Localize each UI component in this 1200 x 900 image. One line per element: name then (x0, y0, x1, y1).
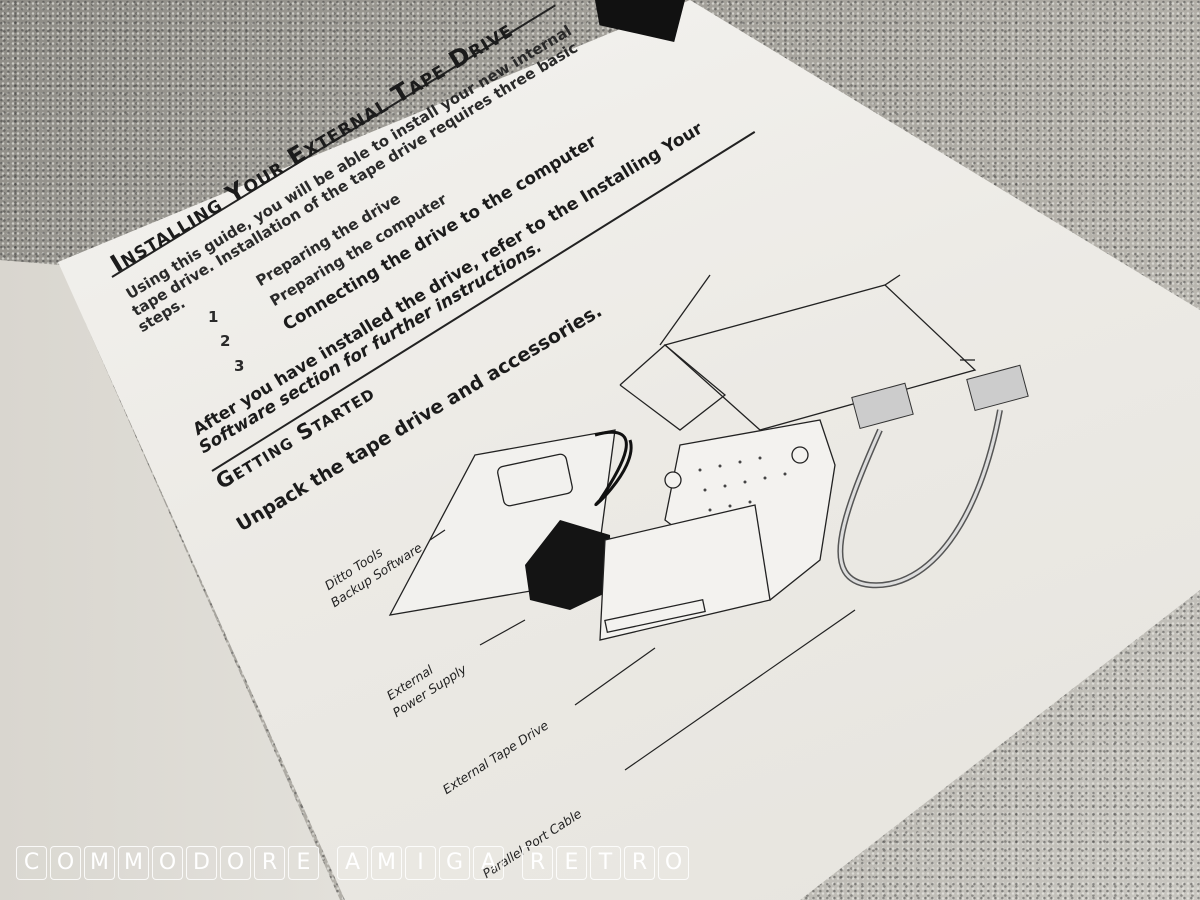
watermark-letter: C (16, 846, 47, 880)
watermark-letter: D (186, 846, 217, 880)
watermark-letter: T (590, 846, 621, 880)
step-number: 1 (208, 308, 219, 326)
watermark-letter: G (439, 846, 470, 880)
watermark-letter: M (118, 846, 149, 880)
step-number: 3 (234, 357, 245, 375)
watermark-gap (507, 846, 519, 878)
watermark-letter: E (288, 846, 319, 880)
watermark-letter: E (556, 846, 587, 880)
watermark-letter: A (337, 846, 368, 880)
watermark-letter: R (624, 846, 655, 880)
watermark-letter: R (254, 846, 285, 880)
watermark-letter: O (50, 846, 81, 880)
tape-drive (599, 419, 836, 641)
watermark-letter: R (522, 846, 553, 880)
watermark-letter: O (152, 846, 183, 880)
step-number: 2 (220, 332, 231, 350)
box-lid (663, 284, 977, 431)
watermark-letter: O (658, 846, 689, 880)
watermark-letter: M (84, 846, 115, 880)
watermark-letter: O (220, 846, 251, 880)
watermark-letter: M (371, 846, 402, 880)
watermark-gap (322, 846, 334, 878)
watermark-letter: A (473, 846, 504, 880)
watermark-letter: I (405, 846, 436, 880)
power-supply (525, 430, 633, 610)
parallel-cable (837, 364, 1029, 589)
